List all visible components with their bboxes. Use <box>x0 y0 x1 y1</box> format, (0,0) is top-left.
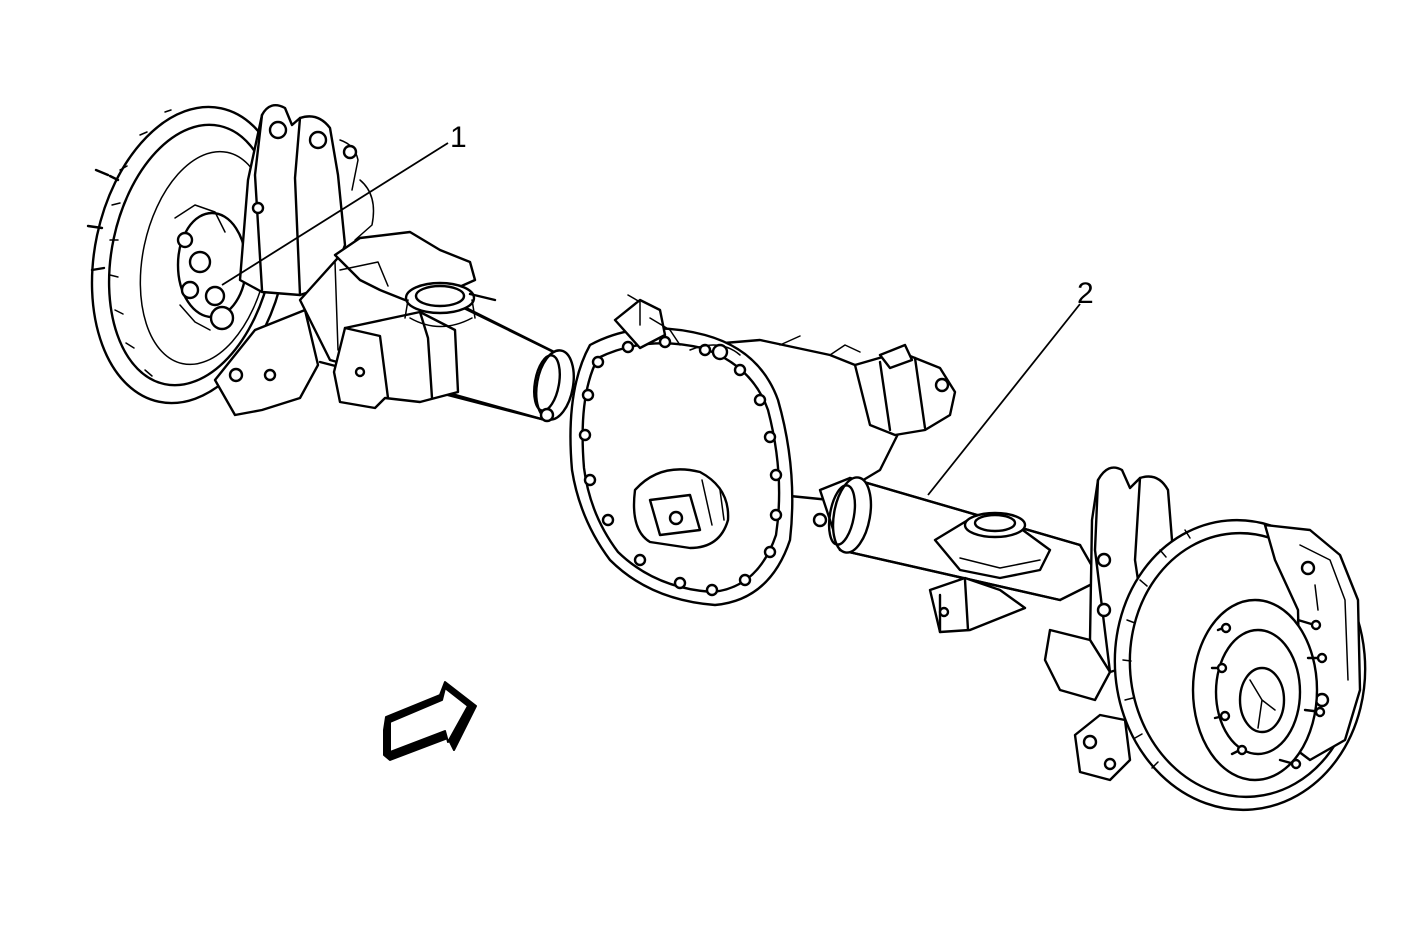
differential-housing <box>569 294 957 607</box>
forward-arrow-icon <box>383 681 477 761</box>
right-brake-rotor <box>1113 518 1367 812</box>
left-axle-tube <box>298 230 562 422</box>
callout-1-label: 1 <box>450 121 467 154</box>
left-tube-collar <box>533 349 575 423</box>
left-spring-bracket <box>213 104 375 417</box>
callout-1: 1 <box>221 121 467 286</box>
callout-2: 2 <box>927 277 1094 496</box>
right-axle-tube <box>812 476 1102 634</box>
callout-2-label: 2 <box>1077 277 1094 310</box>
callout-1-leader <box>221 142 449 286</box>
callout-2-leader <box>927 303 1081 496</box>
left-brake-rotor <box>86 105 290 405</box>
